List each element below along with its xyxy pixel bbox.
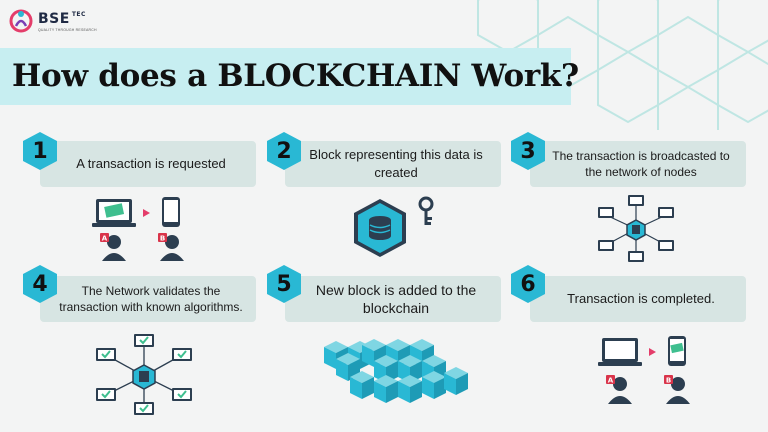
arrow-right-icon xyxy=(143,209,150,217)
step-1-text: A transaction is requested xyxy=(76,156,226,171)
step-3-text: The transaction is broadcasted to the ne… xyxy=(552,149,730,179)
step-6-text: Transaction is completed. xyxy=(567,291,715,306)
phone-icon xyxy=(162,197,180,227)
step-6-badge: 6 xyxy=(509,264,547,304)
check-icons xyxy=(101,336,187,413)
hexagon-badge-icon xyxy=(23,132,57,170)
user-b-avatar-icon xyxy=(664,375,690,404)
user-a-avatar-icon xyxy=(606,375,632,404)
blockchain-cubes-illustration xyxy=(324,339,468,403)
hexagon-badge-icon xyxy=(511,132,545,170)
hexagon-badge-icon xyxy=(511,265,545,303)
page-title: How does a BLOCKCHAIN Work? xyxy=(12,58,579,94)
user-b-avatar-icon xyxy=(158,233,184,261)
network-validation-illustration xyxy=(96,334,192,415)
step-3-badge: 3 xyxy=(509,131,547,171)
step-1-box: A transaction is requested xyxy=(40,141,256,187)
hexagon-badge-icon xyxy=(23,265,57,303)
transaction-completed-illustration: A B xyxy=(598,336,690,404)
network-broadcast-illustration xyxy=(598,195,674,262)
step-4-box: The Network validates the transaction wi… xyxy=(40,276,256,322)
step-2-text: Block representing this data is created xyxy=(309,147,483,180)
user-a-avatar-icon xyxy=(100,233,126,261)
block-created-illustration xyxy=(354,196,434,257)
logo-mark-icon xyxy=(9,9,33,33)
step-4-text: The Network validates the transaction wi… xyxy=(59,284,243,314)
step-1-badge: 1 xyxy=(21,131,59,171)
step-4-badge: 4 xyxy=(21,264,59,304)
step-3-box: The transaction is broadcasted to the ne… xyxy=(530,141,746,187)
transaction-request-illustration: A B xyxy=(92,197,184,261)
laptop-icon xyxy=(92,199,136,227)
title-band xyxy=(0,48,571,105)
step-5-text: New block is added to the blockchain xyxy=(315,282,477,316)
user-b-label: B xyxy=(160,235,165,243)
step-2-badge: 2 xyxy=(265,131,303,171)
arrow-right-icon xyxy=(649,348,656,356)
phone-icon xyxy=(668,336,686,366)
key-icon xyxy=(418,196,434,225)
step-6-box: Transaction is completed. xyxy=(530,276,746,322)
hexagon-pattern-background xyxy=(477,0,768,130)
step-2-box: Block representing this data is created xyxy=(285,141,501,187)
user-b-label: B xyxy=(666,377,671,385)
hexagon-badge-icon xyxy=(267,265,301,303)
user-a-label: A xyxy=(608,377,614,385)
step-5-box: New block is added to the blockchain xyxy=(285,276,501,322)
step-5-badge: 5 xyxy=(265,264,303,304)
user-a-label: A xyxy=(102,235,108,243)
laptop-icon xyxy=(598,338,642,366)
hexagon-badge-icon xyxy=(267,132,301,170)
logo-tagline: QUALITY THROUGH RESEARCH xyxy=(38,27,97,32)
database-block-icon xyxy=(354,199,406,257)
